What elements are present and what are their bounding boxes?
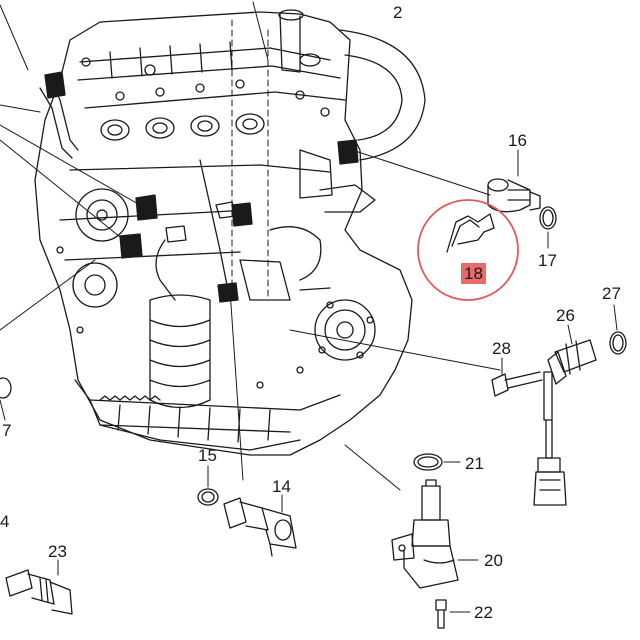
leader-26: [567, 324, 573, 345]
part-7-ring: [0, 377, 12, 399]
callout-7: 7: [2, 421, 12, 440]
callout-15: 15: [198, 446, 217, 465]
part-23-sensor: [5, 569, 73, 615]
part-22-bolt: [435, 599, 447, 629]
part-15-seal: [197, 488, 219, 506]
part-21-seal: [413, 453, 443, 471]
callout-28: 28: [492, 339, 511, 358]
leader-27: [613, 304, 618, 331]
callout-2: 2: [393, 3, 403, 22]
callout-21: 21: [465, 454, 484, 473]
block-sensors: [44, 71, 359, 303]
part-16-plug: [487, 178, 541, 213]
part-17-o-ring: [539, 206, 557, 230]
part-27-o-ring: [609, 331, 627, 355]
callout-17: 17: [538, 251, 557, 270]
callout-18: 18: [461, 263, 486, 284]
engine-block: [34, 9, 426, 456]
part-28-bolt: [491, 371, 543, 397]
part-20-oil-level-sensor: [391, 479, 459, 589]
callout-22: 22: [474, 603, 493, 622]
part-14-pressure-switch: [223, 497, 297, 557]
callout-16: 16: [508, 131, 527, 150]
callout-26: 26: [556, 306, 575, 325]
part-26-sensor: [533, 339, 597, 506]
leader-lines: [0, 1, 501, 576]
callout-14: 14: [272, 477, 291, 496]
callout-27: 27: [602, 284, 621, 303]
callout-20: 20: [484, 551, 503, 570]
part-18-clip: [417, 199, 519, 301]
callout-23: 23: [48, 542, 67, 561]
callout-4: 4: [0, 512, 10, 531]
